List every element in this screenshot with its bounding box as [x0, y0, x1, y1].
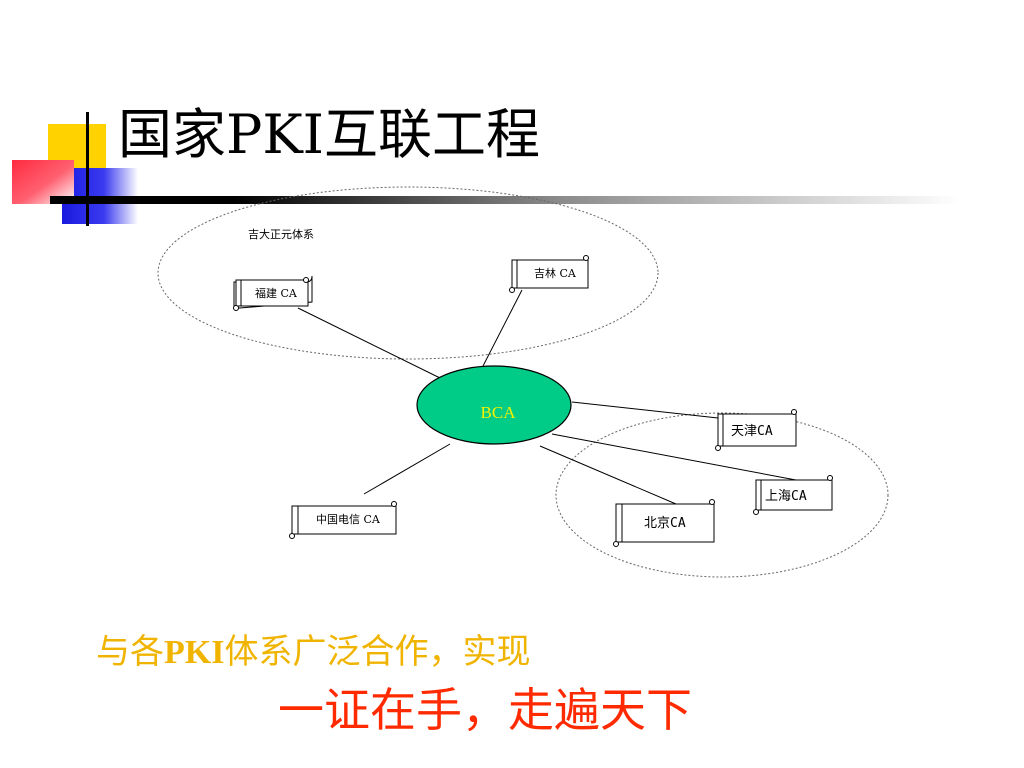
node-tianjin-label: 天津CA [731, 424, 773, 439]
node-beijing-ca: 北京CA [613, 499, 715, 547]
tagline: 与各PKI体系广泛合作，实现 [96, 624, 530, 673]
link-fujian [297, 307, 441, 379]
node-tianjin-ca: 天津CA [715, 409, 797, 451]
link-shanghai [551, 433, 797, 481]
group-ellipse-bottom [555, 412, 889, 578]
slogan: 一证在手，走遍天下 [278, 683, 692, 737]
tagline-bold: PKI [164, 634, 225, 671]
node-telecom-label: 中国电信 CA [316, 513, 381, 526]
deco-vertical-line [86, 112, 89, 226]
link-telecom [363, 443, 451, 495]
link-beijing [539, 445, 677, 505]
node-shanghai-ca: 上海CA [753, 475, 833, 515]
node-telecom-ca: 中国电信 CA [289, 501, 397, 539]
node-jilin-ca: 吉林 CA [509, 255, 589, 293]
node-jilin-label: 吉林 CA [534, 266, 577, 280]
node-shanghai-label: 上海CA [765, 489, 807, 504]
group-ellipse-top [157, 186, 659, 360]
title-underline [50, 196, 960, 204]
tagline-prefix: 与各 [96, 632, 164, 672]
link-jilin [482, 289, 523, 367]
bca-node [416, 365, 572, 445]
node-fujian-ca: 福建 CA [233, 275, 313, 311]
page-title: 国家PKI互联工程 [118, 103, 541, 166]
tagline-suffix: 体系广泛合作，实现 [224, 632, 531, 672]
group-top-label: 吉大正元体系 [248, 227, 314, 241]
link-tianjin [571, 401, 719, 419]
node-fujian-label: 福建 CA [255, 286, 298, 300]
node-beijing-label: 北京CA [644, 516, 686, 531]
bca-label: BCA [481, 403, 517, 422]
